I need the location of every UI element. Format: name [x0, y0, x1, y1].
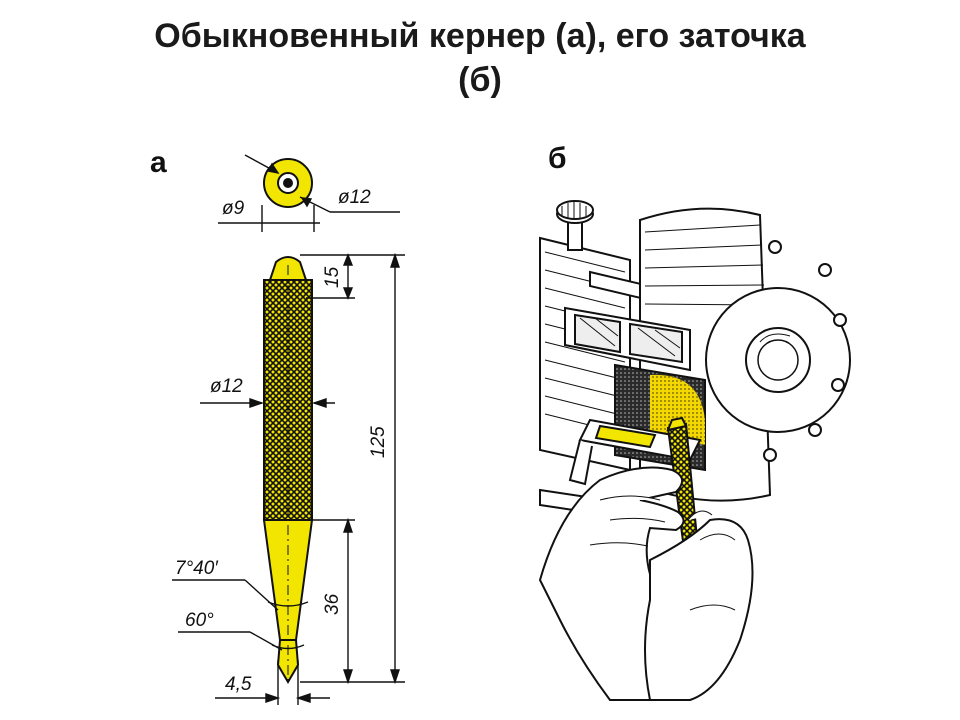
label-top-length: 15	[322, 266, 343, 288]
label-head-outer: ø12	[338, 187, 371, 208]
label-total-length: 125	[368, 426, 389, 458]
dim-body-diameter	[200, 398, 335, 408]
label-body-diameter: ø12	[210, 376, 243, 397]
eye-shield	[564, 306, 691, 372]
page-title: Обыкновенный кернер (а), его заточка (б)	[0, 14, 960, 102]
label-tip-diameter: 4,5	[225, 674, 252, 695]
adjustment-knob	[556, 200, 594, 251]
dim-tip-length	[312, 517, 355, 685]
dim-top-length	[300, 253, 355, 300]
title-line-2: (б)	[458, 61, 502, 99]
dim-tip-diameter	[215, 660, 330, 705]
label-tip-length: 36	[322, 593, 343, 615]
label-head-inner: ø9	[222, 198, 245, 219]
label-taper-angle: 7°40′	[175, 558, 219, 579]
dim-total-length	[300, 252, 405, 685]
hands	[538, 466, 754, 701]
center-punch-drawing	[172, 154, 405, 705]
panel-label-a: а	[150, 146, 167, 179]
head-dimension-lines	[218, 154, 400, 232]
panel-label-b: б	[548, 142, 567, 175]
dim-angles	[172, 579, 309, 651]
label-point-angle: 60°	[185, 610, 214, 631]
punch-body	[262, 256, 314, 684]
grinder-illustration	[538, 200, 851, 701]
title-line-1: Обыкновенный кернер (а), его заточка	[154, 17, 806, 55]
